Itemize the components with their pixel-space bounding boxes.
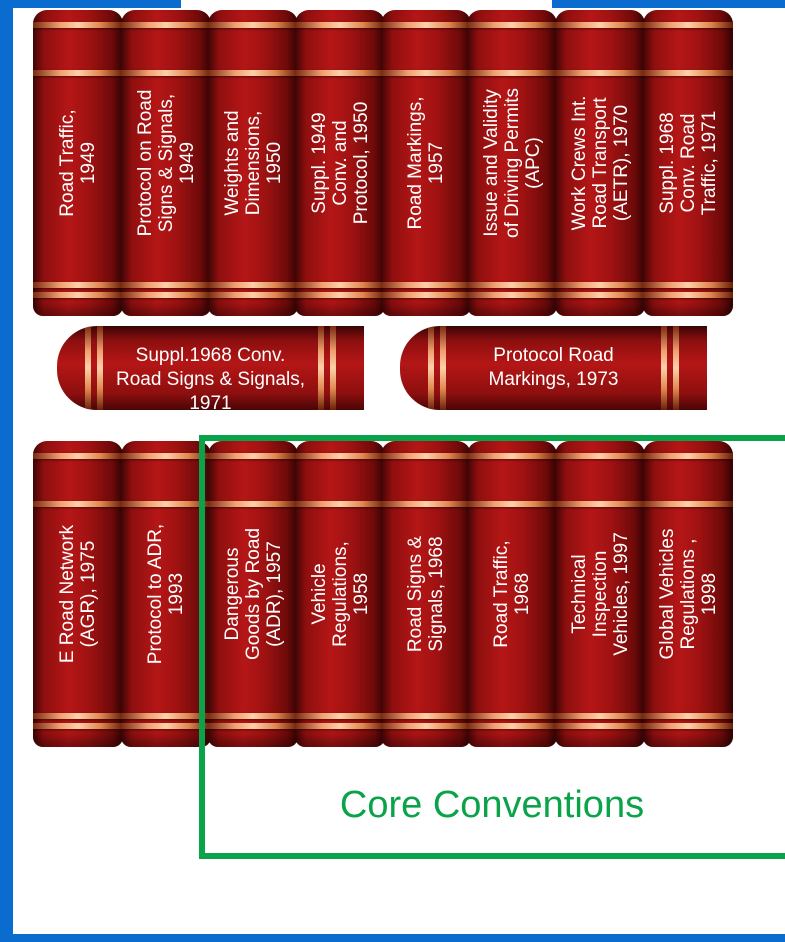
book-spine: Vehicle Regulations, 1958 <box>295 441 385 747</box>
frame-bottom <box>0 934 785 942</box>
frame-top-right <box>552 0 785 8</box>
book-spine: Global Vehicles Regulations , 1998 <box>643 441 733 747</box>
core-conventions-box <box>199 435 785 859</box>
book-spine: Road Markings, 1957 <box>381 10 471 316</box>
book-spine: Protocol on Road Signs & Signals, 1949 <box>121 10 211 316</box>
book-title: Road Traffic, 1949 <box>57 109 99 217</box>
book-spine: Road Signs & Signals, 1968 <box>381 441 471 747</box>
book-spine: Weights and Dimensions, 1950 <box>208 10 298 316</box>
book-title: Work Crews Int. Road Transport (AETR), 1… <box>568 95 632 231</box>
book-spine: Work Crews Int. Road Transport (AETR), 1… <box>555 10 645 316</box>
book-spine: Dangerous Goods by Road (ADR), 1957 <box>208 441 298 747</box>
book-title: Weights and Dimensions, 1950 <box>221 110 285 216</box>
book-title: Road Markings, 1957 <box>405 96 447 230</box>
book-title: Protocol to ADR, 1993 <box>145 523 187 665</box>
frame-top-left <box>0 0 181 8</box>
book-spine: Issue and Validity of Driving Permits (A… <box>467 10 557 316</box>
frame-left <box>0 0 13 942</box>
book-title: E Road Network (AGR), 1975 <box>57 524 99 664</box>
book-title: Protocol on Road Signs & Signals, 1949 <box>134 89 198 237</box>
book-title: Suppl.1968 Conv. Road Signs & Signals, 1… <box>115 345 306 410</box>
book-spine: Technical Inspection Vehicles, 1997 <box>555 441 645 747</box>
book-spine: Suppl. 1968 Conv. Road Traffic, 1971 <box>643 10 733 316</box>
book-title: Suppl. 1968 Conv. Road Traffic, 1971 <box>656 110 720 216</box>
book-title: Protocol Road Markings, 1973 <box>488 345 619 390</box>
book-spine: Road Traffic, 1949 <box>33 10 123 316</box>
book-title: Suppl. 1949 Conv. and Protocol, 1950 <box>308 101 372 225</box>
book-spine: E Road Network (AGR), 1975 <box>33 441 123 747</box>
book-title: Issue and Validity of Driving Permits (A… <box>480 88 544 238</box>
book-spine: Suppl. 1949 Conv. and Protocol, 1950 <box>295 10 385 316</box>
lying-book: Protocol Road Markings, 1973 <box>400 326 707 410</box>
book-spine: Road Traffic, 1968 <box>467 441 557 747</box>
lying-book: Suppl.1968 Conv. Road Signs & Signals, 1… <box>57 326 364 410</box>
book-spine: Protocol to ADR, 1993 <box>121 441 211 747</box>
core-conventions-label: Core Conventions <box>339 784 645 826</box>
